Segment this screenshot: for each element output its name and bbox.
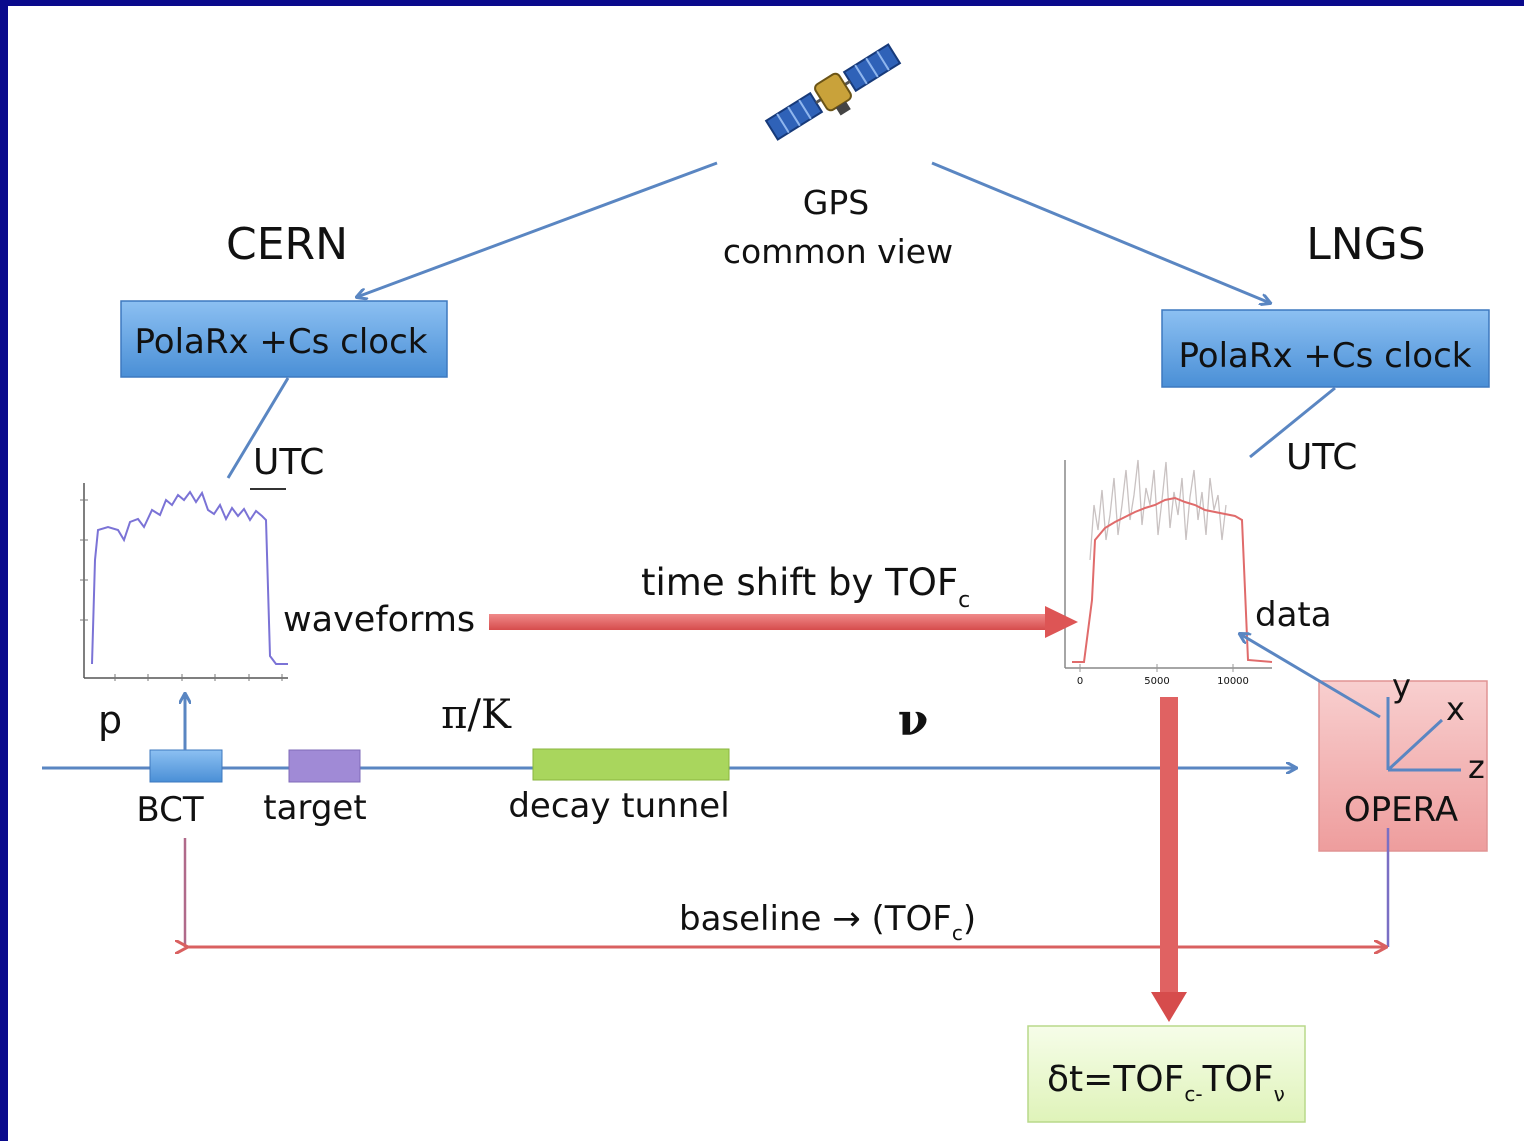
baseline-label: baseline → (TOFc)	[679, 899, 976, 945]
bct-label: BCT	[136, 790, 203, 830]
lngs-utc-label: UTC	[1286, 437, 1357, 478]
time-shift-label: time shift by TOFc	[641, 561, 970, 613]
satellite-icon	[764, 43, 902, 141]
proton-label: p	[98, 698, 122, 742]
time-shift-arrow	[489, 606, 1078, 638]
gps-to-lngs-arrow	[931, 161, 1270, 303]
lngs-label: LNGS	[1306, 219, 1425, 270]
neutrino-label: ν	[898, 695, 929, 746]
cern-utc-label: UTC	[253, 442, 324, 483]
gps-label: GPS	[803, 183, 869, 222]
waveform-plot-left	[80, 483, 288, 681]
waveforms-label: waveforms	[283, 600, 475, 640]
gps-common-view-label: common view	[723, 232, 953, 271]
result-arrow	[1151, 697, 1187, 1022]
right-plot-tick-10000: 10000	[1217, 676, 1249, 687]
gps-to-cern-arrow	[357, 161, 718, 297]
axis-x-label: x	[1446, 690, 1465, 728]
opera-to-data-arrow	[1240, 634, 1381, 719]
cern-label: CERN	[226, 219, 348, 270]
opera-label: OPERA	[1344, 790, 1458, 830]
delta-t-label: δt=TOFc-TOFν	[1047, 1059, 1285, 1106]
bct-element	[149, 749, 223, 783]
decay-tunnel-element	[532, 748, 730, 781]
waveform-plot-right: 0 5000 10000	[1064, 459, 1273, 687]
pion-kaon-label: π/K	[441, 692, 512, 738]
axis-z-label: z	[1468, 748, 1485, 786]
x-axis-line	[1386, 718, 1444, 772]
lngs-clock-label: PolaRx +Cs clock	[1178, 336, 1471, 376]
cern-clock-label: PolaRx +Cs clock	[134, 322, 427, 362]
target-label: target	[263, 788, 366, 828]
right-plot-tick-5000: 5000	[1144, 676, 1169, 687]
opera-detector-box: y x z OPERA	[1318, 667, 1488, 852]
diagram-canvas: GPS common view CERN LNGS PolaRx +Cs clo…	[8, 6, 1524, 1141]
cern-clock-box: PolaRx +Cs clock	[120, 300, 448, 378]
lngs-utc-link	[1249, 386, 1336, 459]
axis-y-label: y	[1392, 667, 1411, 705]
cern-utc-link	[226, 377, 290, 479]
target-element	[288, 749, 361, 783]
opera-timing-diagram: GPS common view CERN LNGS PolaRx +Cs clo…	[42, 43, 1490, 1123]
lngs-clock-box: PolaRx +Cs clock	[1161, 309, 1490, 388]
data-label: data	[1255, 595, 1332, 635]
delta-t-result-box: δt=TOFc-TOFν	[1027, 1025, 1306, 1123]
right-plot-tick-0: 0	[1077, 676, 1083, 687]
decay-tunnel-label: decay tunnel	[508, 786, 729, 826]
